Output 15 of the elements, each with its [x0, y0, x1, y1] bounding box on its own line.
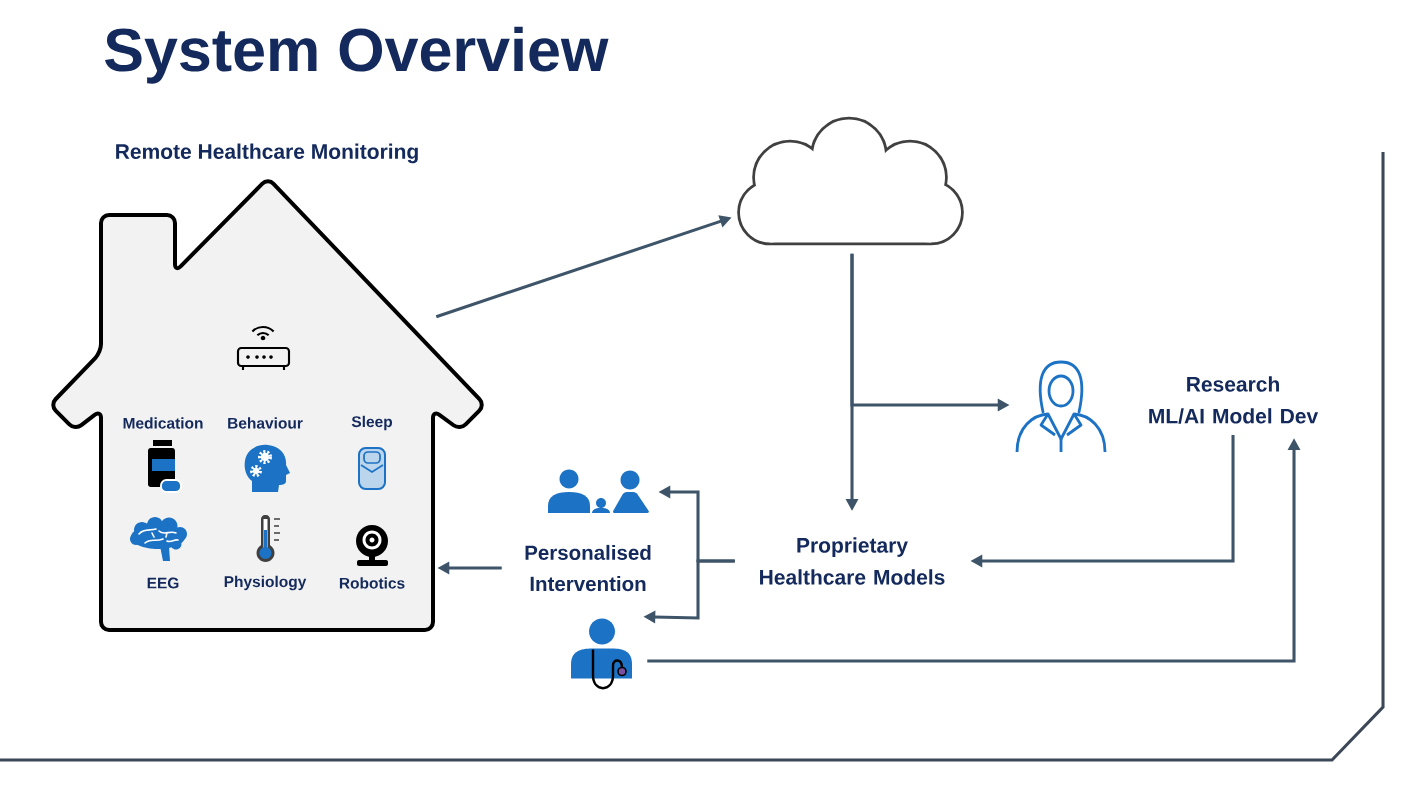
cloud-shape: [737, 116, 964, 246]
category-label: Sleep: [351, 415, 393, 431]
category-label: EEG: [147, 577, 179, 589]
person-icon: [1015, 360, 1107, 454]
doctor-icon: [571, 618, 632, 690]
node-label: Research ML/AI Model Dev: [1149, 376, 1319, 424]
category-label: Behaviour: [228, 417, 303, 429]
category-label: Medication: [123, 417, 203, 429]
heading: Remote Healthcare Monitoring: [116, 143, 418, 164]
node-label: Personalised Intervention: [525, 544, 651, 592]
family-icon: [548, 469, 649, 513]
title: System Overview: [105, 26, 609, 84]
category-label: Physiology: [224, 575, 307, 591]
node-label: Proprietary Healthcare Models: [760, 537, 945, 585]
category-label: Robotics: [339, 577, 405, 589]
